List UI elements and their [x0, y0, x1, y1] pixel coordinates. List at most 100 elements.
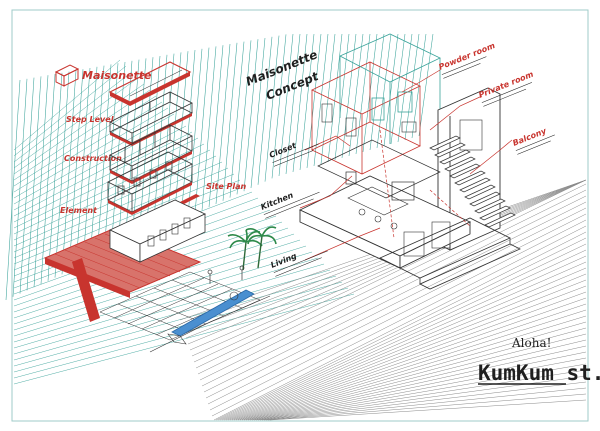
hatch-line	[313, 33, 329, 167]
hatch-line	[199, 189, 587, 381]
hatch-line	[13, 245, 307, 337]
hatch-line	[194, 47, 210, 214]
hatch-line	[243, 39, 259, 192]
hatch-line	[250, 37, 266, 189]
slab-construction	[109, 124, 193, 184]
callout-living: Living	[269, 251, 298, 270]
hatch-line	[13, 167, 229, 259]
hatch-line	[231, 285, 587, 421]
stair-tread	[479, 205, 511, 221]
hatch-line	[201, 195, 587, 387]
hatch-line	[355, 33, 371, 155]
step-diagram: Maisonette Step Level Construction	[54, 61, 247, 215]
hatch-line	[418, 33, 434, 137]
hatch-line	[54, 71, 70, 278]
hatch-line	[13, 155, 217, 247]
person-icon	[207, 265, 245, 284]
stair-tread	[459, 177, 491, 193]
hatch-line	[404, 33, 420, 141]
hatch-line	[82, 66, 98, 265]
hatch-line	[221, 255, 587, 421]
step-level-label: Step Level	[66, 115, 114, 124]
hatch-line	[341, 33, 357, 159]
hatch-line	[327, 33, 343, 163]
hatch-line	[13, 281, 343, 373]
hatch-line	[110, 61, 126, 253]
hatch-line	[13, 71, 133, 163]
hatch-line	[173, 51, 189, 224]
hatch-line	[189, 179, 587, 351]
exploded-house	[298, 33, 521, 290]
hatch-line	[13, 269, 331, 361]
hatch-line	[13, 89, 151, 181]
hatch-line	[191, 179, 587, 357]
hatch-line	[348, 33, 364, 157]
hatch-line	[47, 72, 63, 281]
poster-frame	[11, 9, 589, 422]
hatch-line	[26, 76, 42, 291]
hatch-line	[229, 41, 245, 198]
hatch-line	[292, 33, 308, 173]
site-plan	[43, 194, 277, 353]
stair-tread	[474, 198, 506, 214]
hatch-line	[197, 183, 587, 375]
grey-hatch-band	[179, 179, 587, 421]
stair-tread	[464, 184, 496, 200]
hatch-line	[187, 48, 203, 217]
brand-greeting: Aloha!	[511, 336, 551, 350]
slab-flat	[108, 61, 192, 106]
hatch-line	[278, 33, 294, 177]
hatch-line	[68, 69, 84, 272]
hatch-line	[306, 33, 322, 169]
hatch-line	[215, 237, 587, 421]
hatch-line	[247, 333, 587, 421]
hatch-line	[213, 231, 587, 421]
hatch-line	[13, 257, 319, 349]
hatch-line	[225, 267, 587, 421]
hatch-line	[195, 179, 587, 369]
hatch-line	[13, 137, 199, 229]
stair-tread	[469, 191, 501, 207]
left-heading: Maisonette	[82, 69, 152, 82]
hatch-line	[13, 131, 193, 223]
hatch-line	[13, 59, 121, 151]
hatch-line	[233, 291, 587, 421]
stair-tread	[429, 135, 461, 151]
pool	[171, 289, 255, 337]
hatch-line	[243, 321, 587, 421]
hatch-line	[299, 33, 315, 171]
hatch-line	[5, 79, 21, 301]
hatch-line	[251, 345, 587, 421]
hatch-line	[237, 303, 587, 421]
hatch-line	[13, 251, 313, 343]
hatch-line	[13, 143, 205, 235]
hatch-line	[264, 35, 280, 182]
hatch-line	[12, 78, 28, 297]
hatch-line	[271, 34, 287, 179]
hatch-line	[334, 33, 350, 161]
hatch-line	[241, 315, 587, 421]
callout-closet: Closet	[268, 141, 299, 160]
hatch-line	[208, 45, 224, 208]
hatch-line	[13, 113, 175, 205]
hatch-line	[205, 207, 587, 399]
callout-powder-room: Powder room	[437, 41, 496, 72]
hatch-line	[211, 225, 587, 417]
hatch-line	[13, 101, 163, 193]
hatch-line	[320, 33, 336, 165]
hatch-line	[383, 33, 399, 147]
brand-block: Aloha! KumKum st.	[478, 336, 600, 385]
brand-logo: KumKum st.	[478, 361, 600, 385]
stair-tread	[439, 149, 471, 165]
hatch-line	[203, 201, 587, 393]
hatch-line	[13, 65, 127, 157]
hatch-line	[369, 33, 385, 151]
hatch-line	[75, 67, 91, 269]
hatch-line	[267, 393, 587, 421]
hatch-line	[411, 33, 427, 139]
hatch-line	[235, 297, 587, 421]
hatch-line	[223, 261, 587, 421]
hatch-line	[13, 149, 211, 241]
